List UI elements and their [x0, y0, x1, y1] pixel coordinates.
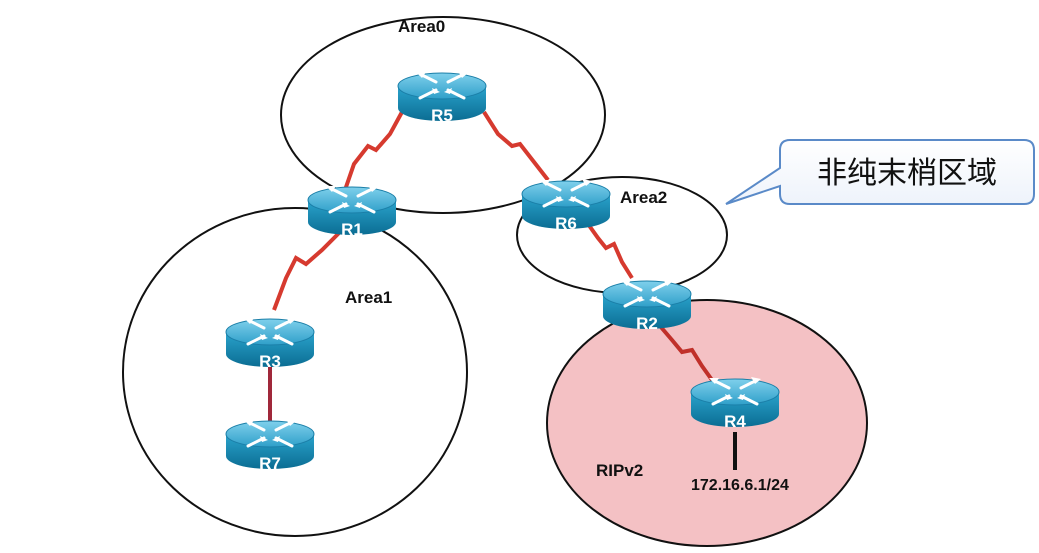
link-r1-r3 — [272, 230, 342, 311]
link-r5-r1 — [343, 111, 404, 191]
router-label-r2: R2 — [636, 314, 658, 333]
ripv2-label: RIPv2 — [596, 461, 643, 480]
area1-label: Area1 — [345, 288, 392, 307]
router-r4[interactable]: R4 — [689, 375, 781, 431]
router-r5[interactable]: R5 — [396, 69, 488, 125]
callout-text: 非纯末梢区域 — [817, 156, 997, 191]
router-label-r3: R3 — [259, 352, 281, 371]
link-r2-r4 — [658, 324, 714, 382]
router-r3[interactable]: R3 — [224, 315, 316, 371]
router-label-r6: R6 — [555, 214, 577, 233]
link-r5-r6 — [482, 110, 550, 182]
router-label-r5: R5 — [431, 106, 453, 125]
router-r1[interactable]: R1 — [306, 183, 398, 239]
router-label-r7: R7 — [259, 454, 281, 473]
area0-label: Area0 — [398, 17, 445, 36]
r4-subnet-label: 172.16.6.1/24 — [691, 477, 789, 494]
area2-label: Area2 — [620, 188, 667, 207]
router-r6[interactable]: R6 — [520, 177, 612, 233]
callout-bubble — [725, 139, 1035, 205]
router-label-r1: R1 — [341, 220, 363, 239]
link-r6-r2 — [586, 222, 634, 280]
area1-ellipse — [122, 207, 468, 537]
router-label-r4: R4 — [724, 412, 746, 431]
area0-ellipse — [280, 16, 606, 214]
router-r7[interactable]: R7 — [224, 417, 316, 473]
router-r2[interactable]: R2 — [601, 277, 693, 333]
